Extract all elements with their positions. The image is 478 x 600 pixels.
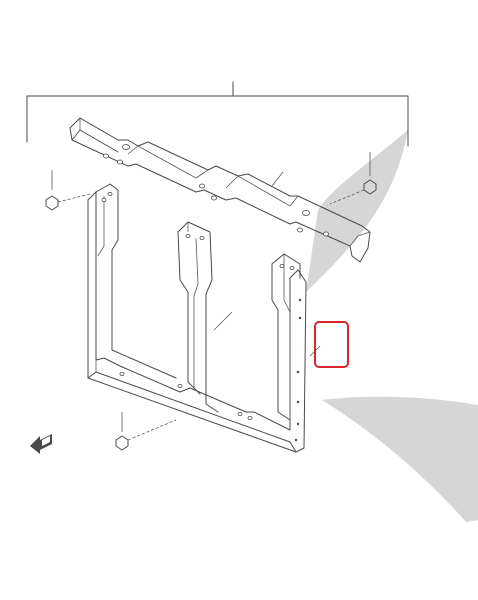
front-direction-arrow-icon <box>30 434 52 454</box>
leader-3 <box>309 345 321 357</box>
bolt-right <box>329 152 377 205</box>
center-brace <box>177 221 219 413</box>
assembly-bracket <box>26 81 409 147</box>
leader-2 <box>271 171 284 187</box>
bolt-bottom <box>115 412 177 451</box>
watermark-swoosh-lower <box>322 396 478 522</box>
upper-bracket <box>69 117 371 263</box>
callout-3-highlight <box>314 321 349 368</box>
bolt-left <box>45 170 91 211</box>
main-frame <box>87 183 307 453</box>
leader-4 <box>213 311 233 331</box>
watermark-swoosh-upper <box>306 130 408 292</box>
